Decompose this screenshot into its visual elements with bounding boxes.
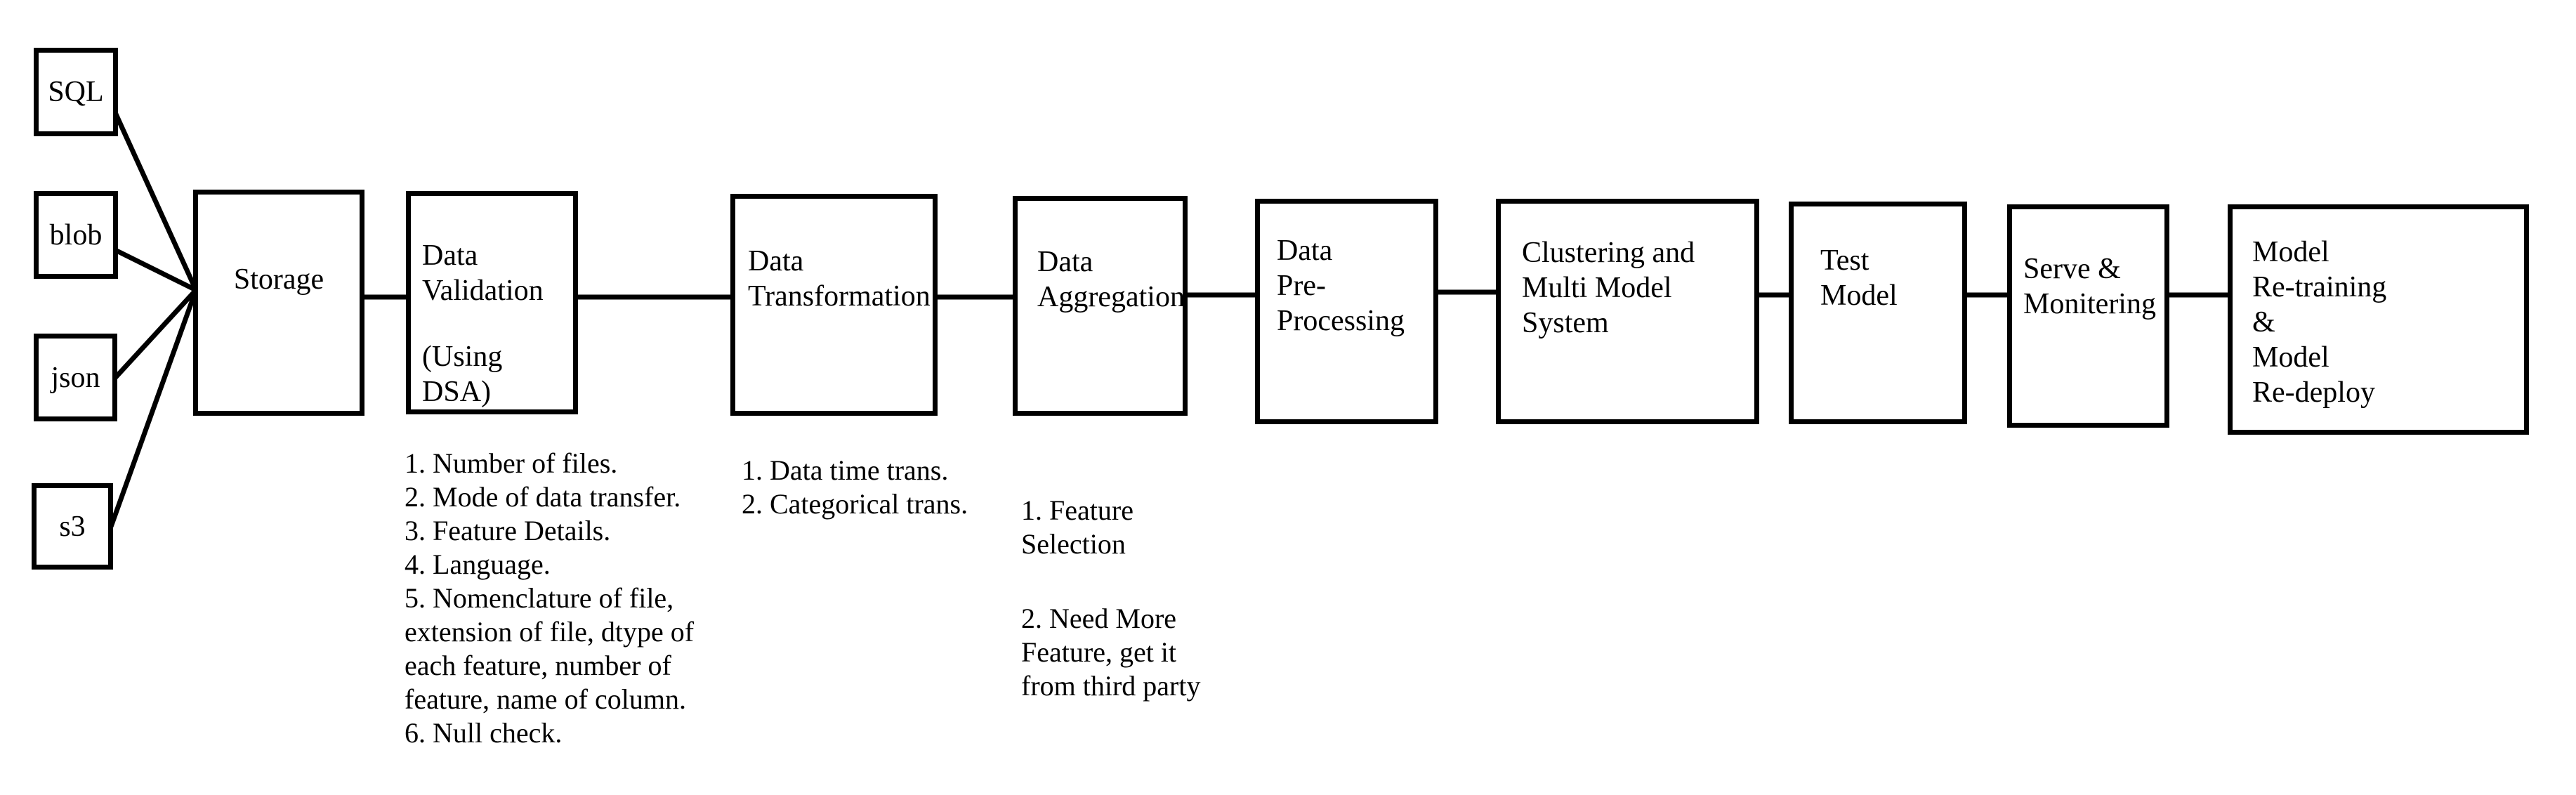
- node-sql-label: SQL: [48, 76, 104, 108]
- data-transformation-notes: 1. Data time trans. 2. Categorical trans…: [742, 454, 968, 520]
- node-clustering-multi-model-label: Clustering and Multi Model System: [1522, 237, 1695, 339]
- node-data-aggregation: Data Aggregation: [1013, 196, 1188, 416]
- node-data-aggregation-label: Data Aggregation: [1037, 246, 1185, 313]
- edge-s3-storage: [108, 289, 199, 528]
- node-s3-label: s3: [59, 510, 86, 543]
- node-sql: SQL: [34, 48, 118, 136]
- edge-blob-storage: [114, 247, 197, 293]
- edge-sql-storage: [112, 110, 199, 291]
- node-blob: blob: [34, 191, 118, 279]
- node-data-transformation: Data Transformation: [730, 194, 938, 416]
- data-validation-notes: 1. Number of files. 2. Mode of data tran…: [405, 447, 695, 749]
- node-data-validation-sublabel: (Using DSA): [422, 341, 503, 408]
- data-aggregation-notes: 1. Feature Selection 2. Need More Featur…: [1021, 460, 1316, 737]
- node-data-preprocessing-label: Data Pre- Processing: [1277, 235, 1405, 337]
- node-blob-label: blob: [49, 218, 103, 251]
- data-aggregation-note-2: 2. Need More Feature, get it from third …: [1021, 603, 1201, 702]
- node-storage-label: Storage: [233, 263, 324, 296]
- node-s3: s3: [32, 483, 113, 570]
- node-storage: Storage: [193, 190, 364, 416]
- node-model-retraining-redeploy-label: Model Re-training & Model Re-deploy: [2252, 236, 2387, 409]
- node-clustering-multi-model: Clustering and Multi Model System: [1496, 199, 1759, 424]
- node-model-retraining-redeploy: Model Re-training & Model Re-deploy: [2228, 204, 2529, 435]
- edge-json-storage: [113, 288, 198, 380]
- node-json: json: [34, 334, 117, 421]
- node-test-model: Test Model: [1789, 202, 1967, 424]
- node-data-validation-label: Data Validation: [422, 239, 544, 307]
- data-aggregation-note-1: 1. Feature Selection: [1021, 494, 1133, 560]
- node-data-transformation-label: Data Transformation: [748, 245, 931, 313]
- node-data-preprocessing: Data Pre- Processing: [1255, 199, 1438, 424]
- node-test-model-label: Test Model: [1820, 244, 1898, 312]
- node-serve-monitering: Serve & Monitering: [2007, 204, 2169, 428]
- node-json-label: json: [51, 361, 100, 394]
- node-serve-monitering-label: Serve & Monitering: [2023, 253, 2156, 320]
- node-data-validation: Data Validation (Using DSA): [406, 191, 578, 414]
